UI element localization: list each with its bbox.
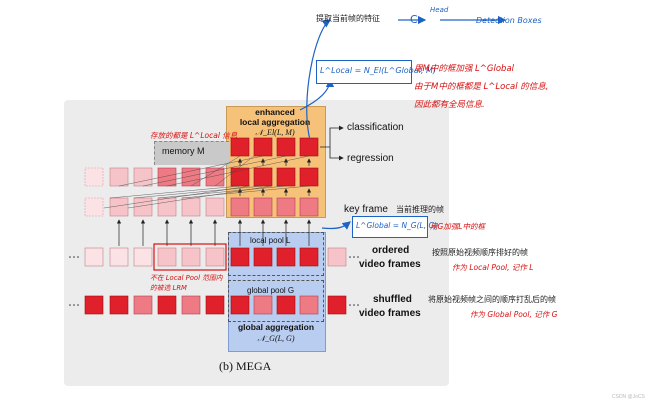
classification-label: classification bbox=[347, 122, 404, 133]
enhanced-title-1: enhanced bbox=[255, 107, 295, 117]
global-pool-label: global pool G bbox=[247, 286, 295, 295]
formula-g: L^Global = N_G(L, G) bbox=[356, 221, 438, 230]
local-pool-box bbox=[228, 232, 324, 276]
formula-el: L^Local = N_El(L^Global, M) bbox=[320, 66, 436, 75]
shuffled-note-2: 作为 Global Pool, 记作 G bbox=[470, 310, 558, 319]
note-el-3: 因此都有全局信息. bbox=[414, 100, 485, 110]
ordered-note-1: 按照原始视频顺序排好的帧 bbox=[432, 248, 528, 257]
row-3-cells bbox=[84, 197, 319, 217]
memory-box bbox=[154, 141, 229, 165]
regression-label: regression bbox=[347, 153, 394, 164]
formula-g-note: 用G加强L中的框 bbox=[430, 222, 485, 231]
ordered-label-1: ordered bbox=[372, 245, 410, 256]
watermark: CSDN @JoCS bbox=[612, 394, 645, 400]
enhanced-title-2: local aggregation bbox=[239, 117, 311, 127]
keyframe-note: 当前推理的帧 bbox=[396, 205, 444, 214]
shuffled-label-1: shuffled bbox=[373, 294, 412, 305]
row-2-cells bbox=[84, 167, 319, 187]
lrm-red-box bbox=[153, 243, 227, 271]
figure-caption: (b) MEGA bbox=[219, 359, 272, 373]
enhanced-formula: 𝒩_El(L, M) bbox=[255, 128, 295, 137]
c-symbol: C bbox=[410, 13, 418, 26]
global-pool-box bbox=[228, 280, 324, 322]
lrm-note-2: 的被选 LRM bbox=[150, 284, 187, 292]
global-agg-formula: 𝒩_G(L, G) bbox=[257, 334, 295, 343]
top-note: 提取当前帧的特征 bbox=[316, 14, 380, 23]
note-el-1: 用M中的框加强 L^Global bbox=[414, 64, 515, 74]
shuffled-label-2: video frames bbox=[359, 308, 421, 319]
global-agg-title: global aggregation bbox=[237, 322, 315, 332]
row-top-cells bbox=[230, 137, 319, 157]
note-el-2: 由于M中的框都是 L^Local 的信息, bbox=[414, 82, 549, 92]
head-label: Head bbox=[430, 6, 449, 14]
ordered-label-2: video frames bbox=[359, 259, 421, 270]
row-ordered-cells bbox=[84, 247, 347, 267]
memory-label: memory M bbox=[162, 146, 205, 156]
memory-note: 存放的都是 L^Local 信息 bbox=[150, 131, 238, 140]
formula-g-box bbox=[352, 216, 428, 238]
detection-boxes: Detection Boxes bbox=[476, 16, 542, 25]
ordered-note-2: 作为 Local Pool, 记作 L bbox=[452, 263, 534, 272]
local-pool-label: local pool L bbox=[250, 236, 291, 245]
shuffled-note-1: 将原始视频帧之间的顺序打乱后的帧 bbox=[428, 295, 556, 304]
lrm-note-1: 不在 Local Pool 范围内 bbox=[150, 274, 223, 282]
row-shuffled-cells bbox=[84, 295, 347, 315]
formula-el-box bbox=[316, 60, 412, 84]
key-frame-label: key frame bbox=[344, 204, 388, 215]
